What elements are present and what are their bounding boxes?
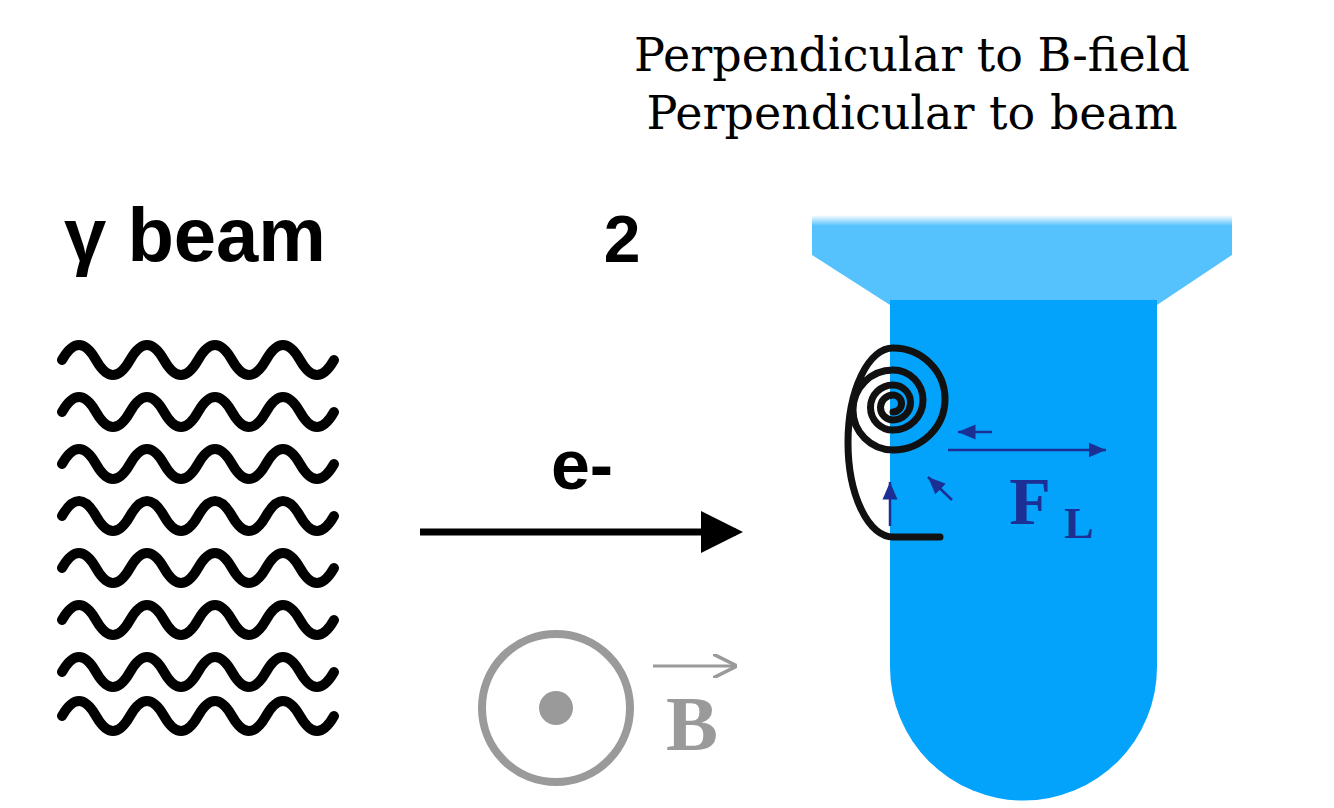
field-symbol: B [666, 685, 718, 763]
photon-waves [62, 345, 334, 731]
spiral-track [848, 348, 945, 537]
vector-arrow [653, 665, 734, 668]
callout-number: 2 [604, 206, 641, 272]
beam-label: γ beam [64, 197, 326, 273]
force-subscript: L [1064, 502, 1093, 546]
force-symbol: F [1009, 467, 1051, 535]
heading-line: Perpendicular to beam [646, 90, 1177, 136]
test-tube [812, 215, 1232, 801]
heading-line: Perpendicular to B-field [634, 32, 1190, 78]
particle-label: e- [551, 430, 613, 500]
electron-arrow [420, 529, 736, 536]
b-field-symbol [482, 634, 630, 782]
